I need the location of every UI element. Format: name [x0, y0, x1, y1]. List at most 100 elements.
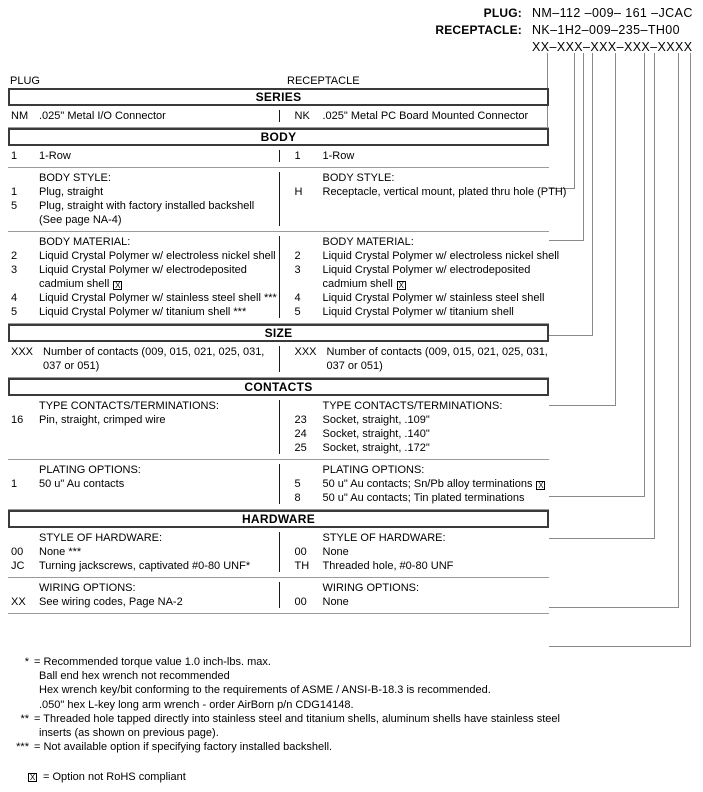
option-code: XXX — [11, 346, 34, 358]
option-description: Liquid Crystal Polymer w/ electroless ni… — [322, 250, 560, 262]
option-description: Liquid Crystal Polymer w/ electrodeposit… — [39, 264, 247, 276]
option-row — [293, 213, 550, 227]
option-row: (See page NA-4) — [9, 213, 279, 227]
option-description: Liquid Crystal Polymer w/ titanium shell… — [39, 306, 247, 318]
option-row: NK.025" Metal PC Board Mounted Connector — [293, 109, 550, 123]
option-description: 50 u" Au contacts; Tin plated terminatio… — [322, 492, 525, 504]
footnote-text: = Threaded hole tapped directly into sta… — [34, 712, 560, 725]
option-description: BODY MATERIAL: — [39, 236, 131, 248]
option-group-heading: STYLE OF HARDWARE: — [293, 531, 550, 545]
option-code: 5 — [294, 478, 301, 490]
option-description: .025" Metal I/O Connector — [39, 110, 166, 122]
plug-part-number-value: NM–112 –009– 161 –JCAC — [532, 6, 693, 20]
option-description: Socket, straight, .109" — [322, 414, 430, 426]
option-code: 8 — [294, 492, 301, 504]
option-description: Threaded hole, #0-80 UNF — [322, 560, 454, 572]
option-code: 00 — [294, 596, 307, 608]
option-group-heading: BODY MATERIAL: — [9, 235, 279, 249]
receptacle-part-number-label: RECEPTACLE: — [435, 23, 522, 37]
option-description: BODY STYLE: — [39, 172, 111, 184]
option-group-heading: BODY MATERIAL: — [293, 235, 550, 249]
option-code: NK — [294, 110, 310, 122]
option-description: 1-Row — [39, 150, 71, 162]
option-description: WIRING OPTIONS: — [39, 582, 136, 594]
receptacle-options: NK.025" Metal PC Board Mounted Connector — [278, 109, 550, 123]
option-description: Liquid Crystal Polymer w/ electroless ni… — [39, 250, 276, 262]
footnote-marker: *** — [16, 741, 29, 754]
option-code: 00 — [294, 546, 307, 558]
option-description — [39, 441, 279, 455]
option-description — [39, 491, 279, 505]
footnote-continuation: Hex wrench key/bit conforming to the req… — [39, 684, 491, 697]
option-code: 1 — [11, 150, 18, 162]
part-number-header: PLUG: NM–112 –009– 161 –JCAC RECEPTACLE:… — [410, 6, 700, 57]
rohs-noncompliant-icon: X — [396, 281, 406, 290]
option-description: See wiring codes, Page NA-2 — [39, 596, 183, 608]
option-code: 2 — [294, 250, 301, 262]
option-group-heading: PLATING OPTIONS: — [293, 463, 550, 477]
rohs-legend-text: = Option not RoHS compliant — [43, 771, 186, 784]
footnote-marker: * — [24, 656, 29, 668]
option-description: Liquid Crystal Polymer w/ stainless stee… — [39, 292, 277, 304]
section-header-hardware: HARDWARE — [8, 510, 549, 528]
plug-options: NM .025" Metal I/O Connector — [8, 109, 279, 123]
option-code: 25 — [294, 442, 307, 454]
option-description: WIRING OPTIONS: — [322, 582, 420, 594]
option-description: 037 or 051) — [43, 360, 100, 372]
option-description: TYPE CONTACTS/TERMINATIONS: — [39, 400, 219, 412]
option-group: NM .025" Metal I/O Connector NK.025" Metal… — [8, 106, 549, 128]
section-header-contacts: CONTACTS — [8, 378, 549, 396]
mask-part-number-row: XX–XXX–XXX–XXX–XXXX — [410, 40, 700, 57]
option-code: JC — [11, 560, 25, 572]
option-row: 1 1-Row — [9, 149, 279, 163]
option-description: 50 u" Au contacts — [39, 478, 125, 490]
footnotes-block: *= Recommended torque value 1.0 inch-lbs… — [8, 655, 648, 785]
option-group-heading: PLATING OPTIONS: — [9, 463, 279, 477]
option-description: 037 or 051) — [326, 360, 383, 372]
option-description: Liquid Crystal Polymer w/ electrodeposit… — [322, 264, 531, 276]
footnote-continuation: .050" hex L-key long arm wrench - order … — [39, 698, 354, 711]
option-code: NM — [11, 110, 29, 122]
option-row: 5 50 u" Au contacts; Sn/Pb alloy terminat… — [293, 477, 550, 491]
rohs-noncompliant-icon: X — [113, 281, 123, 290]
option-row — [9, 441, 279, 455]
option-row — [293, 199, 550, 213]
option-code: XXX — [294, 346, 317, 358]
option-row: 2 Liquid Crystal Polymer w/ electroless n… — [293, 249, 560, 263]
option-description: 50 u" Au contacts; Sn/Pb alloy terminati… — [322, 478, 546, 490]
option-description: None *** — [39, 546, 82, 558]
